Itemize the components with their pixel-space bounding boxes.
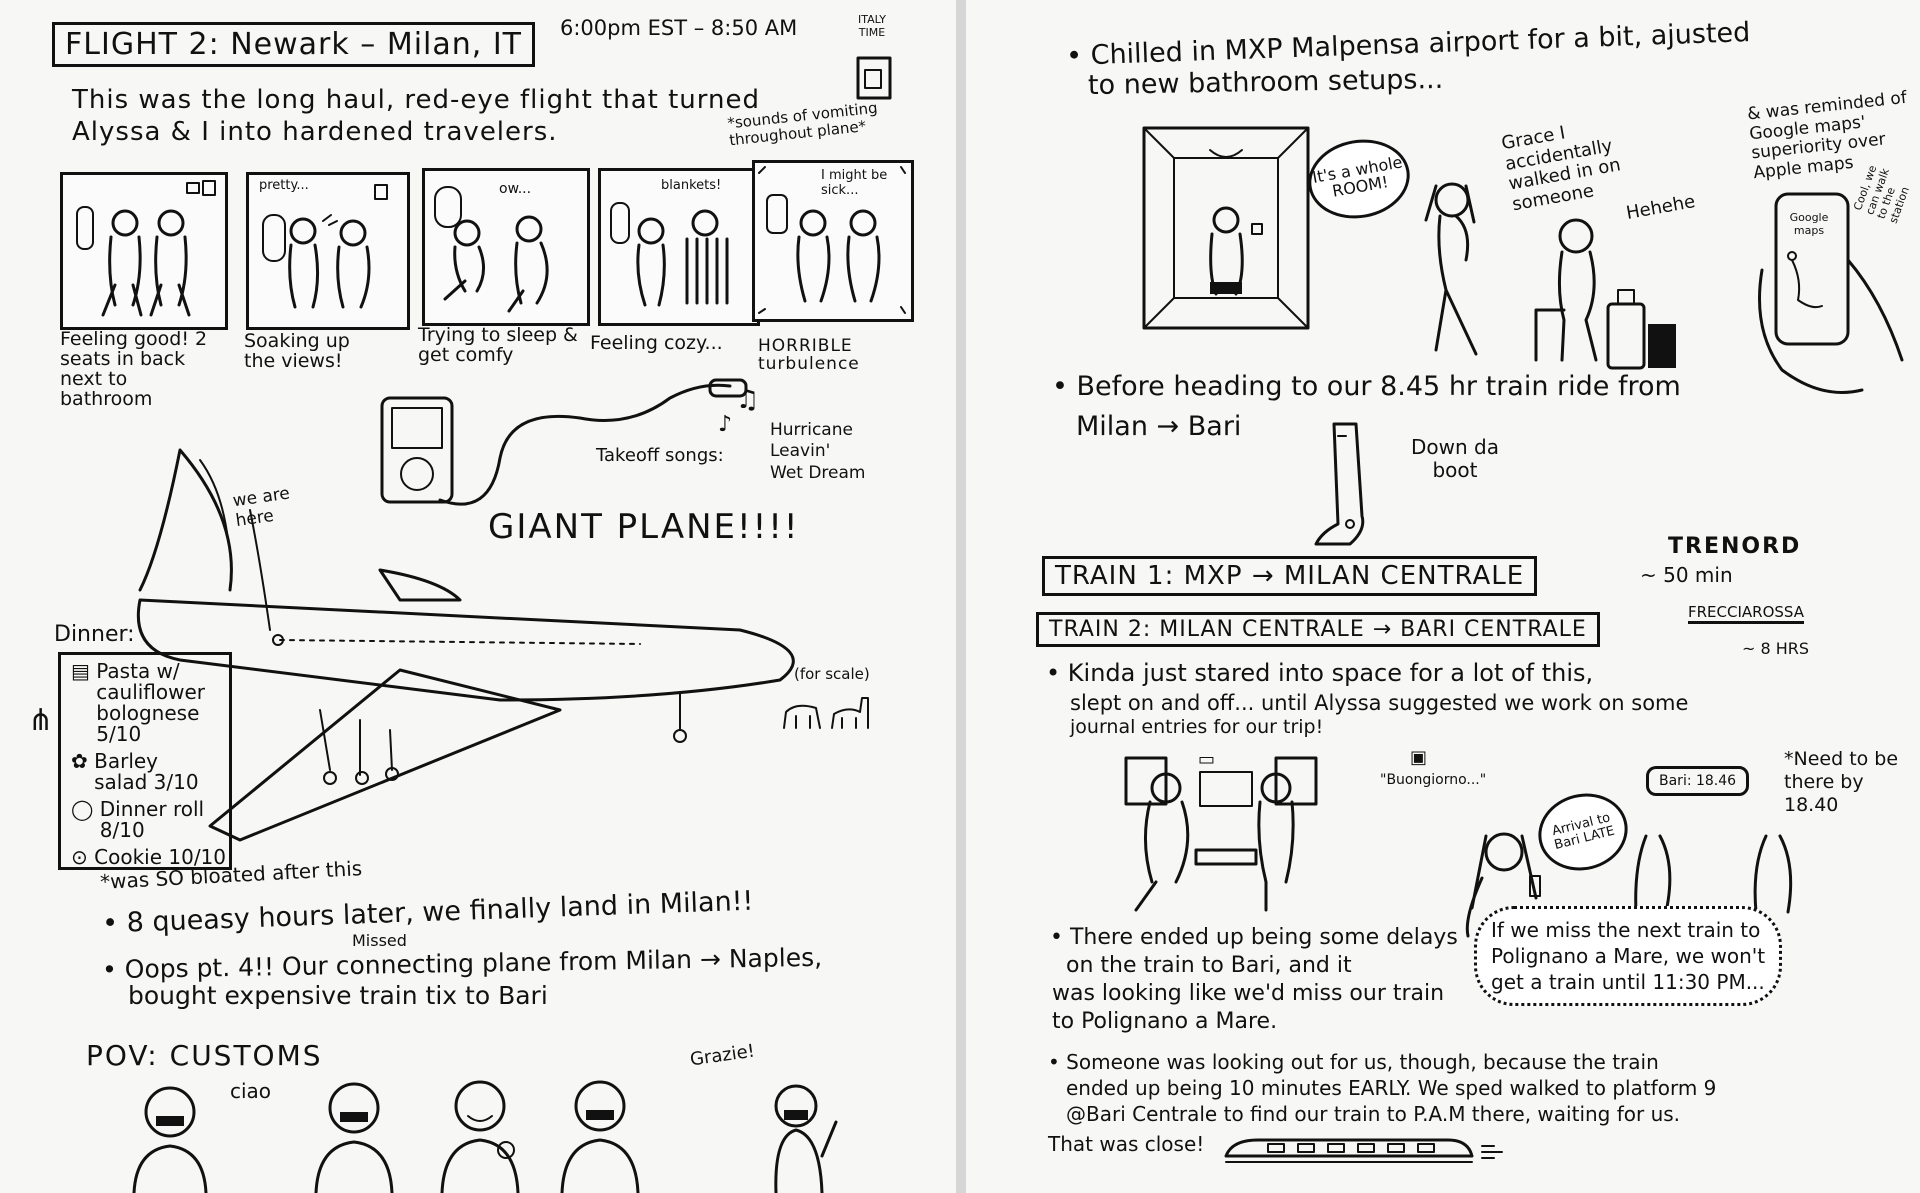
journaling-on-train-drawing (1124, 756, 1318, 912)
turbulence-drawing (758, 166, 906, 314)
phone-google-maps-label: Google maps (1789, 211, 1829, 237)
missed-note: Missed (352, 931, 407, 950)
italy-boot-drawing (1314, 422, 1365, 546)
phone-hand-drawing (1758, 192, 1904, 394)
panel-5-caption: HORRIBLE turbulence (758, 336, 860, 374)
left-page: FLIGHT 2: Newark – Milan, IT 6:00pm EST … (0, 0, 956, 1193)
panel-5-speech: I might be sick... (821, 168, 888, 198)
speaker-icon: ▣ (1410, 747, 1428, 768)
cookie-icon: ⊙ (71, 845, 88, 869)
frecciarossa-label: FRECCIAROSSA (1688, 603, 1804, 625)
intro-line-2: Alyssa & I into hardened travelers. (72, 117, 558, 147)
down-da-boot-note: Down da boot (1411, 435, 1499, 482)
comic-panel-4: blankets! (598, 168, 760, 326)
delays-bullet-line-1: • There ended up being some delays (1050, 925, 1458, 950)
salad-icon: ✿ (71, 749, 88, 773)
two-seated-travelers-drawing (76, 180, 216, 317)
panel-3-caption: Trying to sleep & get comfy (418, 324, 578, 366)
comic-panel-2: pretty... (246, 172, 410, 330)
delays-bullet-line-2: on the train to Bari, and it (1066, 953, 1352, 978)
sleeping-travelers-drawing (434, 186, 549, 313)
music-note-icon: ♪ (718, 412, 733, 437)
time-zone-note: ITALY TIME (857, 13, 887, 39)
walking-in-drawing (1424, 182, 1598, 362)
train-1-duration: ~ 50 min (1640, 563, 1733, 587)
comic-panel-1 (60, 172, 228, 330)
kinda-bullet-line-2: slept on and off... until Alyssa suggest… (1070, 691, 1689, 715)
laptop-icon: ▭ (1198, 749, 1217, 770)
page-gutter (956, 0, 966, 1193)
buongiorno-speech: "Buongiorno..." (1380, 772, 1487, 788)
for-scale-note: (for scale) (794, 665, 870, 683)
grazie-speech: Grazie! (688, 1040, 757, 1071)
land-in-milan-bullet: • 8 queasy hours later, we finally land … (101, 885, 754, 940)
window-view-drawing (262, 184, 388, 309)
bari-departure-sign: Bari: 18.46 (1646, 766, 1750, 797)
panel-3-speech: ow... (499, 181, 532, 197)
sick-bag-icon (856, 56, 892, 100)
early-train-bullet-line-2: ended up being 10 minutes EARLY. We sped… (1066, 1076, 1717, 1100)
dinner-label: Dinner: (54, 622, 135, 647)
takeoff-songs: Hurricane Leavin' Wet Dream (770, 420, 866, 483)
roll-icon: ◯ (71, 797, 94, 821)
dinner-menu: ▤ Pasta w/ cauliflower bolognese 5/10 ✿ … (58, 652, 232, 870)
blanket-travelers-drawing (610, 202, 729, 307)
giant-plane-label: GIANT PLANE!!!! (488, 507, 800, 547)
early-train-bullet-line-4: That was close! (1048, 1132, 1205, 1156)
panel-4-speech: blankets! (661, 178, 722, 193)
ipod-with-cord-drawing (380, 378, 748, 506)
ciao-speech: ciao (230, 1079, 272, 1103)
dinner-item-2: ✿ Barley salad 3/10 (71, 749, 199, 794)
comic-panel-5: I might be sick... (752, 160, 914, 322)
kinda-bullet-line-3: journal entries for our trip! (1070, 716, 1324, 738)
train-icon (1224, 1138, 1503, 1163)
worried-traveler-drawing (1465, 832, 1541, 938)
takeoff-label: Takeoff songs: (596, 445, 724, 466)
trenord-label: TRENORD (1668, 534, 1802, 559)
animals-for-scale-drawing (783, 697, 869, 729)
comic-panel-3: ow... (422, 168, 590, 326)
customs-officers-drawing (132, 1080, 838, 1193)
oops-bullet-line-2: bought expensive train tix to Bari (128, 981, 548, 1010)
flight-title: FLIGHT 2: Newark – Milan, IT (52, 22, 536, 67)
giant-plane-drawing (136, 448, 795, 842)
early-train-bullet-line-3: @Bari Centrale to find our train to P.A.… (1066, 1102, 1681, 1126)
dinner-item-4: ⊙ Cookie 10/10 (71, 845, 226, 869)
delays-bullet-line-4: to Polignano a Mare. (1052, 1009, 1278, 1034)
right-page: • Chilled in MXP Malpensa airport for a … (966, 0, 1920, 1193)
before-heading-bullet-line-1: • Before heading to our 8.45 hr train ri… (1052, 371, 1681, 402)
before-heading-bullet-line-2: Milan → Bari (1076, 411, 1242, 442)
panel-2-caption: Soaking up the views! (244, 330, 350, 372)
dinner-item-1: ▤ Pasta w/ cauliflower bolognese 5/10 (71, 659, 206, 746)
luggage-drawing (1606, 289, 1676, 370)
early-train-bullet-line-1: • Someone was looking out for us, though… (1048, 1050, 1659, 1074)
need-to-be-there-note: *Need to be there by 18.40 (1784, 748, 1899, 816)
pov-customs-label: POV: CUSTOMS (86, 1039, 323, 1072)
panel-1-caption: Feeling good! 2 seats in back next to ba… (60, 328, 208, 410)
panel-2-speech: pretty... (259, 178, 309, 193)
music-note-icon: ♫ (736, 385, 760, 415)
fork-icon: ⋔ (28, 703, 54, 738)
oops-bullet-line-1: • Oops pt. 4!! Our connecting plane from… (101, 942, 823, 985)
bathroom-room-drawing (1142, 126, 1310, 330)
train-1-title: TRAIN 1: MXP → MILAN CENTRALE (1042, 556, 1538, 596)
malpensa-bullet-line-2: to new bathroom setups... (1087, 63, 1444, 102)
train-2-title: TRAIN 2: MILAN CENTRALE → BARI CENTRALE (1036, 612, 1600, 647)
dinner-item-3: ◯ Dinner roll 8/10 (71, 797, 205, 842)
train-2-duration: ~ 8 HRS (1742, 639, 1810, 658)
pasta-icon: ▤ (71, 659, 90, 683)
miss-train-thought-cloud: If we miss the next train to Polignano a… (1474, 906, 1783, 1006)
panel-4-caption: Feeling cozy... (590, 332, 723, 354)
intro-line-1: This was the long haul, red-eye flight t… (72, 85, 760, 115)
time-range: 6:00pm EST – 8:50 AM (560, 16, 798, 40)
kinda-bullet-line-1: • Kinda just stared into space for a lot… (1046, 659, 1594, 687)
delays-bullet-line-3: was looking like we'd miss our train (1052, 981, 1445, 1006)
running-travelers-drawing (1634, 834, 1793, 914)
